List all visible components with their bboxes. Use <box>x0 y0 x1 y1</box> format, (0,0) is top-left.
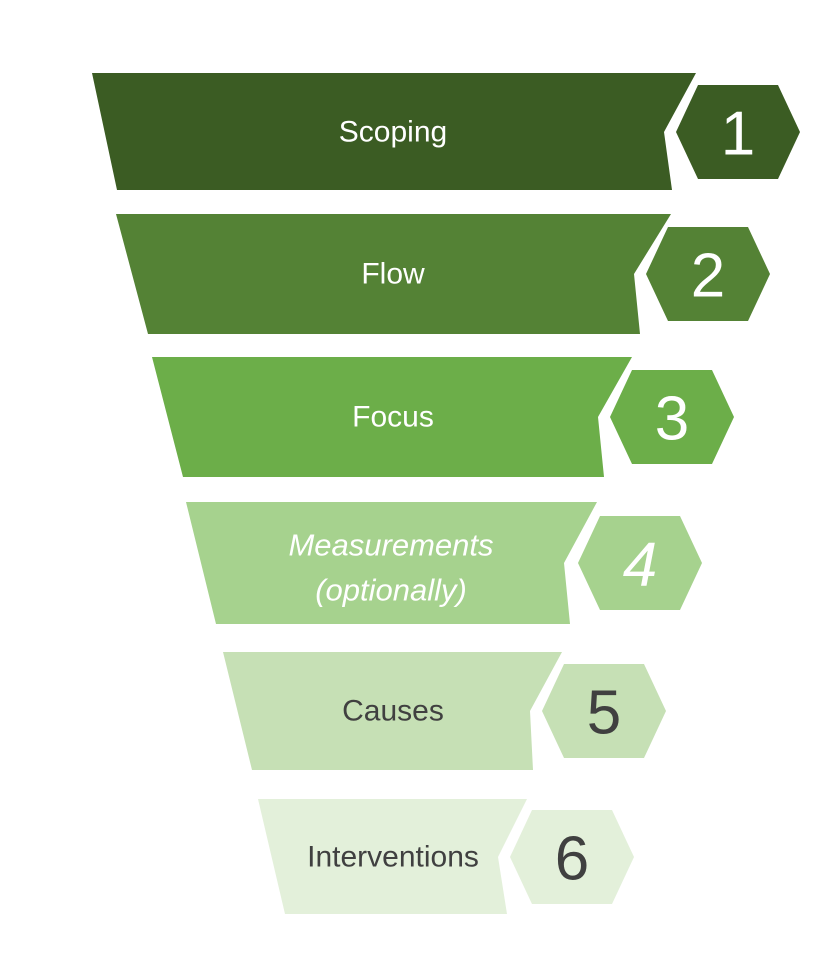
funnel-level-label-line2: (optionally) <box>315 573 467 608</box>
funnel-level-interventions: Interventions 6 <box>258 799 634 914</box>
level-number: 6 <box>555 825 589 894</box>
funnel-trapezoid-1 <box>92 73 696 190</box>
funnel-level-label-line1: Measurements <box>288 528 493 563</box>
funnel-level-label: Interventions <box>307 841 479 874</box>
level-number: 3 <box>655 385 689 454</box>
hexagon-badge-3 <box>610 370 734 464</box>
funnel-level-causes: Causes 5 <box>223 652 666 770</box>
funnel-level-label: Focus <box>352 401 434 434</box>
funnel-level-label: Scoping <box>339 116 447 149</box>
level-number: 1 <box>721 100 755 169</box>
funnel-trapezoid-3 <box>152 357 632 477</box>
funnel-trapezoid-2 <box>116 214 671 334</box>
funnel-level-scoping: Scoping 1 <box>92 73 800 190</box>
funnel-level-label: Flow <box>361 258 425 291</box>
hexagon-badge-4 <box>578 516 702 610</box>
hexagon-badge-5 <box>542 664 666 758</box>
funnel-level-flow: Flow 2 <box>116 214 770 334</box>
level-number: 2 <box>691 242 725 311</box>
level-number: 5 <box>587 679 621 748</box>
hexagon-badge-1 <box>676 85 800 179</box>
funnel-level-focus: Focus 3 <box>152 357 734 477</box>
hexagon-badge-6 <box>510 810 634 904</box>
funnel-level-label: Causes <box>342 695 444 728</box>
funnel-trapezoid-5 <box>223 652 562 770</box>
hexagon-badge-2 <box>646 227 770 321</box>
level-number: 4 <box>623 531 657 600</box>
funnel-trapezoid-6 <box>258 799 527 914</box>
funnel-level-measurements: Measurements (optionally) 4 <box>186 502 702 624</box>
funnel-trapezoid-4 <box>186 502 597 624</box>
